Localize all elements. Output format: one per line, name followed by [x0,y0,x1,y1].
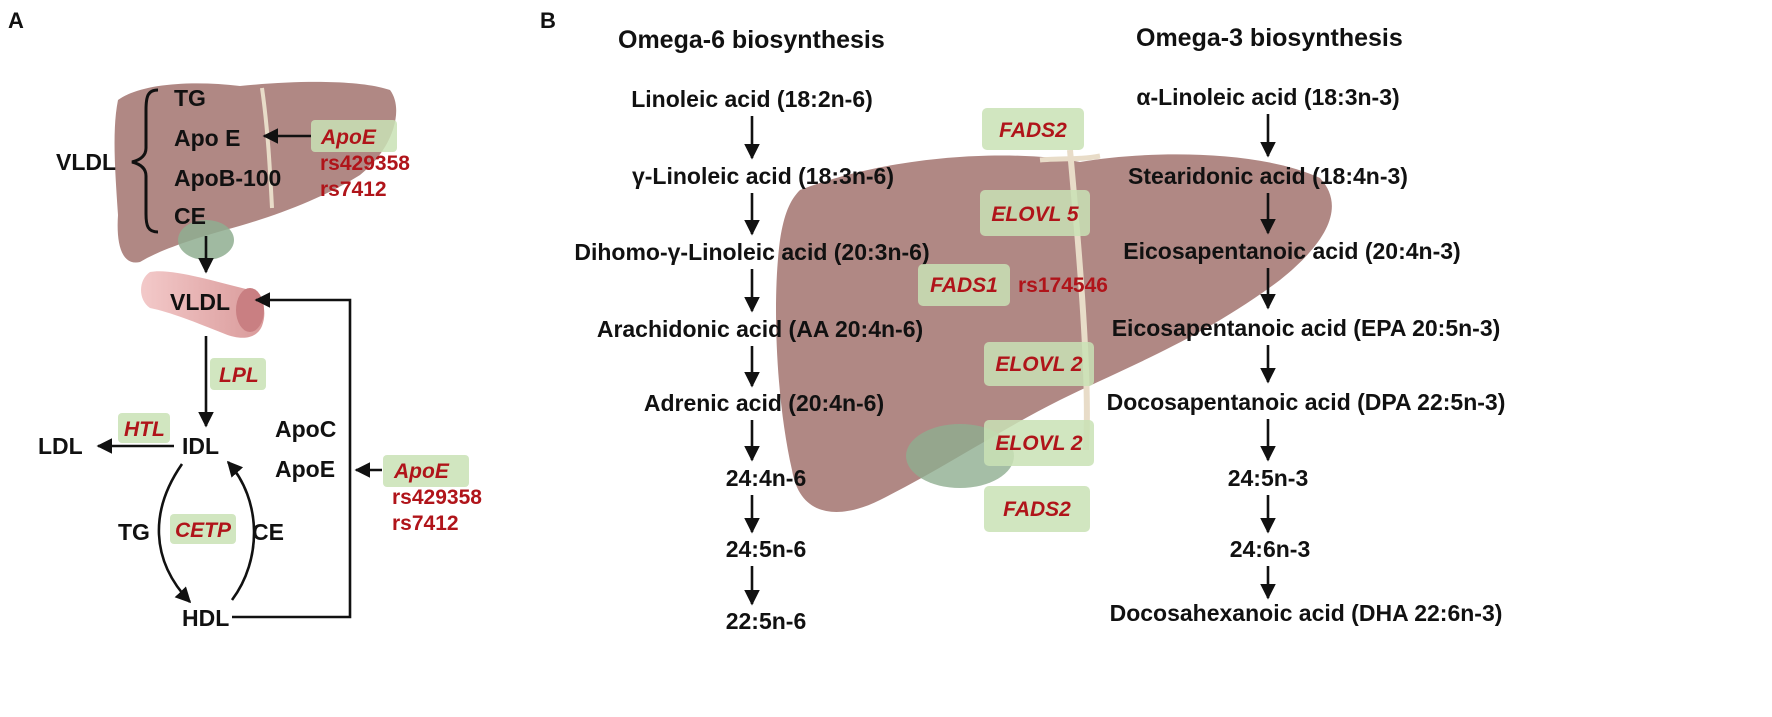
omega3-step-2: Stearidonic acid (18:4n-3) [1128,163,1408,189]
htl-gene: HTL [124,418,165,441]
hdl-to-idl-arrow [226,460,256,601]
apoe-right-label: ApoE [275,456,335,482]
omega3-step-8: Docosahexanoic acid (DHA 22:6n-3) [1110,600,1503,626]
omega6-step-6: 24:4n-6 [726,465,807,491]
snp-rs7412-top: rs7412 [320,178,387,201]
enzyme-elovl2-1: ELOVL 2 [995,353,1082,376]
enzyme-fads2-2: FADS2 [1003,498,1071,521]
omega3-step-3: Eicosapentanoic acid (20:4n-3) [1123,238,1460,264]
liver-component-tg: TG [174,85,206,111]
snp-rs429358-right: rs429358 [392,486,482,509]
apoe-top-gene-box [311,120,397,152]
apoc-label: ApoC [275,416,336,442]
enzyme-elovl5: ELOVL 5 [991,203,1078,226]
tg-label: TG [118,519,150,545]
fads1-snp: rs174546 [1018,274,1108,297]
omega3-step-4: Eicosapentanoic acid (EPA 20:5n-3) [1112,315,1501,341]
omega6-step-8: 22:5n-6 [726,608,807,634]
hdl-to-vldl-loop-arrow [232,292,352,619]
panel-a-label: A [8,8,24,33]
omega3-step-1: α-Linoleic acid (18:3n-3) [1136,84,1399,110]
apoe-right-gene-box [383,455,469,487]
enzyme-elovl2-2: ELOVL 2 [995,432,1082,455]
omega3-step-7: 24:6n-3 [1230,536,1311,562]
enzyme-box-4 [984,342,1094,386]
liver-component-apoe: Apo E [174,125,240,151]
panel-b-label: B [540,8,556,33]
vessel-vldl-label: VLDL [170,289,230,315]
ldl-label: LDL [38,433,83,459]
enzyme-box-6 [984,486,1090,532]
enzyme-box-2 [980,190,1090,236]
lpl-gene: LPL [219,364,259,387]
htl-gene-box [118,413,170,443]
apoe-top-gene: ApoE [320,126,377,149]
cetp-gene-box [170,514,236,544]
enzyme-box-5 [984,420,1094,466]
ce-label: CE [252,519,284,545]
enzyme-box-1 [982,108,1084,150]
liver-component-ce: CE [174,203,206,229]
enzyme-box-3 [918,264,1010,306]
omega3-step-5: Docosapentanoic acid (DPA 22:5n-3) [1107,389,1506,415]
apoe-right-gene: ApoE [393,460,450,483]
omega6-step-2: γ-Linoleic acid (18:3n-6) [632,163,894,189]
omega6-step-5: Adrenic acid (20:4n-6) [644,390,884,416]
idl-label: IDL [182,433,219,459]
snp-rs7412-right: rs7412 [392,512,459,535]
snp-rs429358-top: rs429358 [320,152,410,175]
cetp-gene: CETP [175,519,232,542]
enzyme-fads2-1: FADS2 [999,119,1067,142]
omega6-title: Omega-6 biosynthesis [618,26,885,54]
hdl-label: HDL [182,605,229,631]
omega3-step-6: 24:5n-3 [1228,465,1309,491]
omega6-step-4: Arachidonic acid (AA 20:4n-6) [597,316,923,342]
omega6-step-7: 24:5n-6 [726,536,807,562]
omega3-title: Omega-3 biosynthesis [1136,24,1403,52]
omega6-step-1: Linoleic acid (18:2n-6) [631,86,873,112]
enzyme-fads1: FADS1 [930,274,998,297]
vldl-bracket [131,88,159,234]
lpl-gene-box [210,358,266,390]
vldl-bracket-label: VLDL [56,149,116,175]
omega6-step-3: Dihomo-γ-Linoleic acid (20:3n-6) [574,239,929,265]
idl-to-hdl-arrow [157,463,192,604]
liver-component-apob100: ApoB-100 [174,165,281,191]
